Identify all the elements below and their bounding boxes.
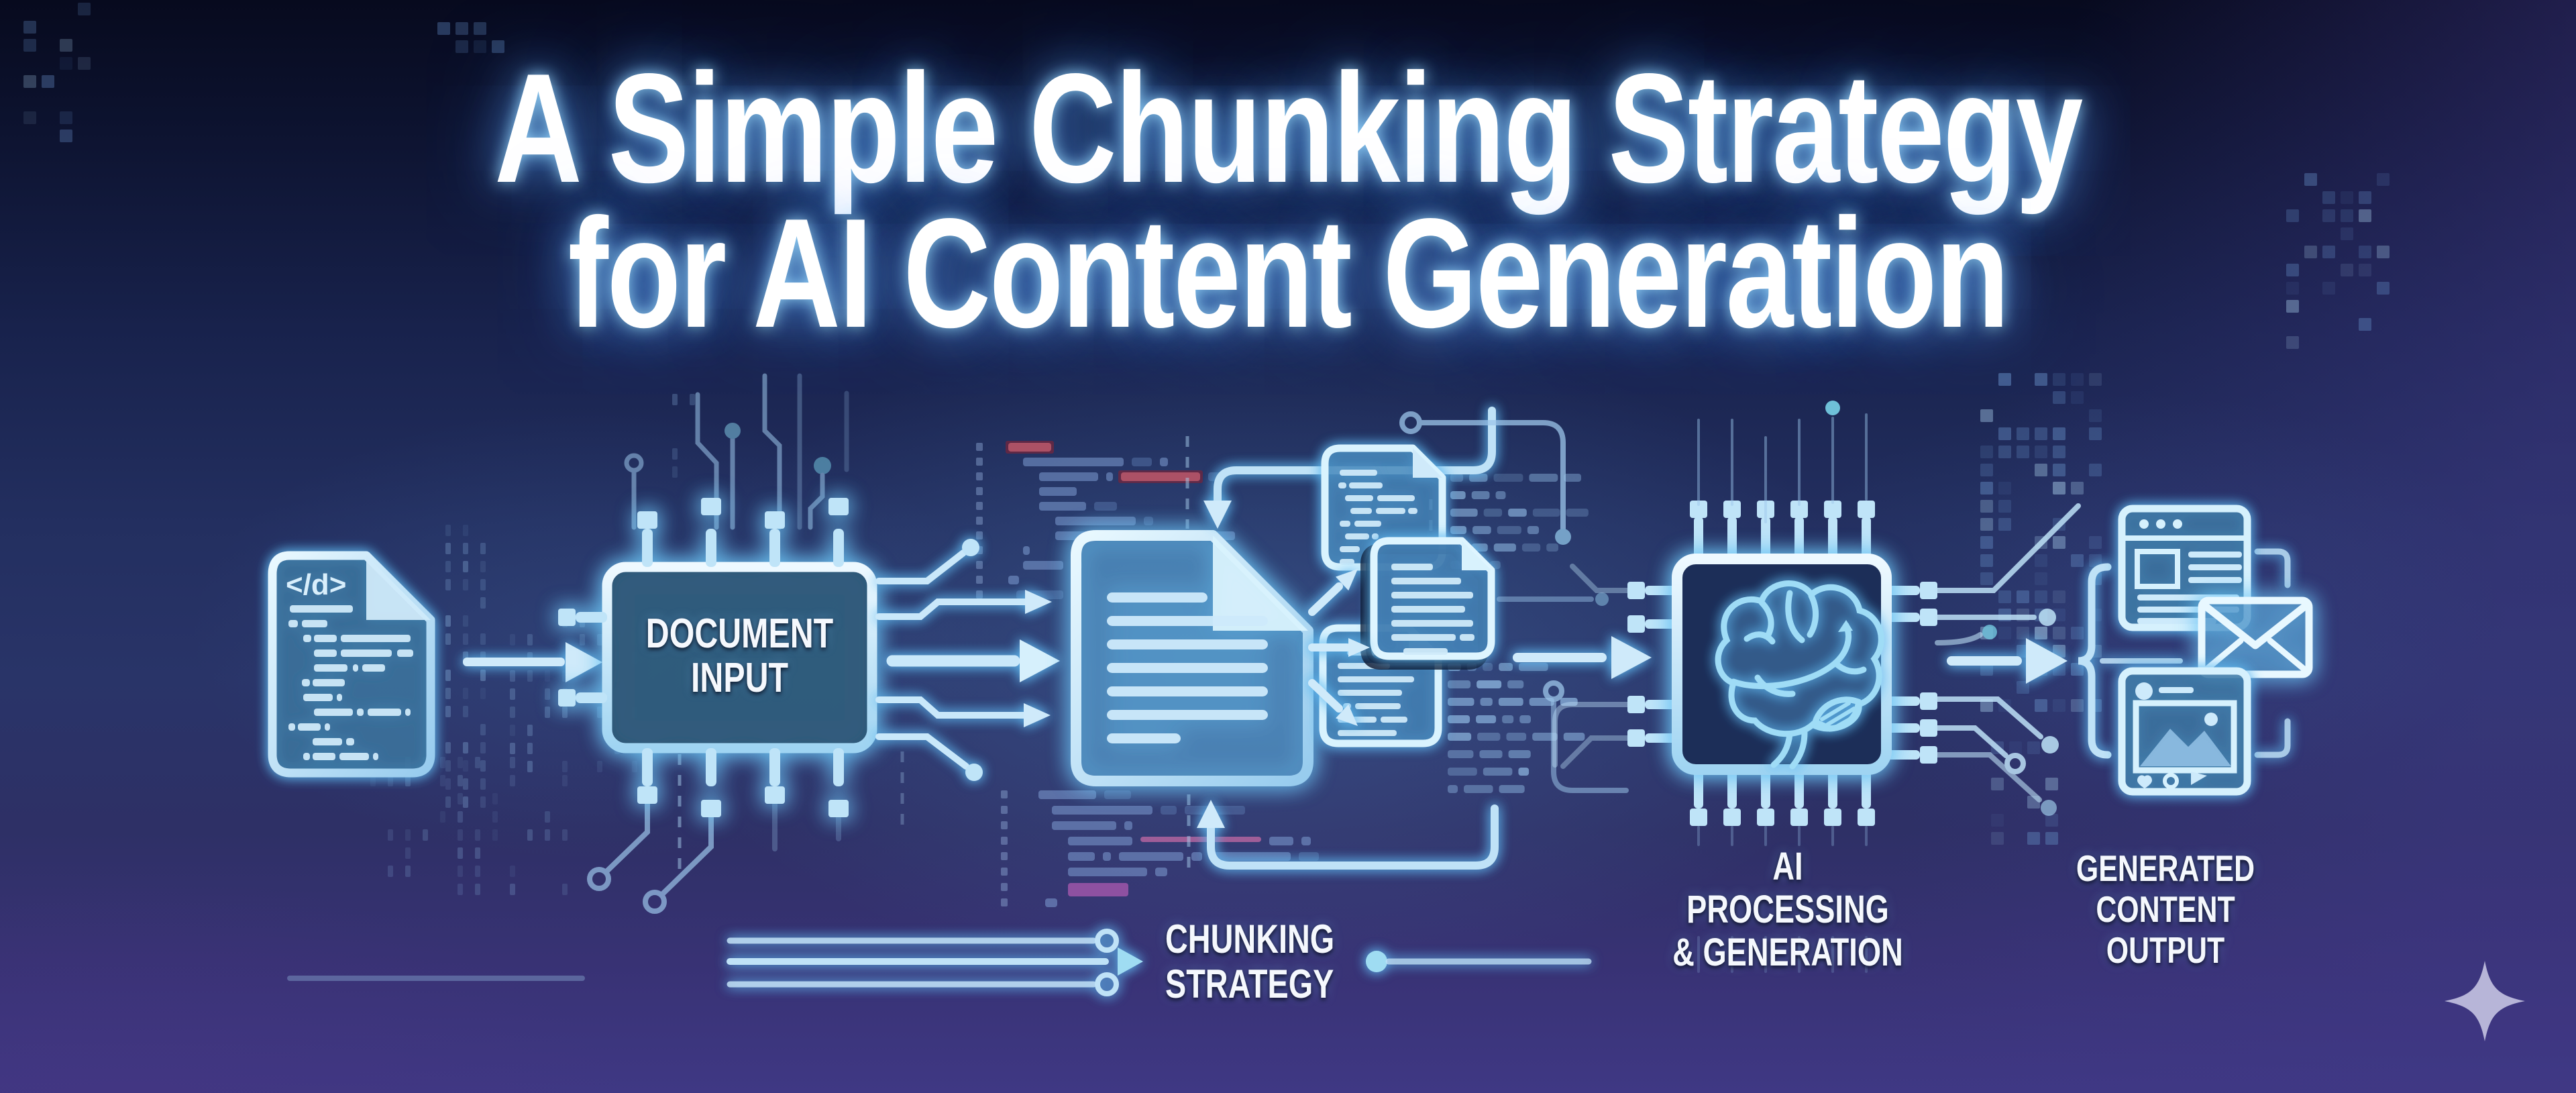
- page-title: A Simple Chunking Strategy for AI Conten…: [0, 42, 2576, 360]
- background-code-snippet-bottom: [1001, 790, 1319, 907]
- pixel-dash-columns: [370, 394, 695, 895]
- social-post-icon: [2118, 667, 2251, 796]
- binary-dash-rows: [1448, 474, 1589, 793]
- generated-output-label: GENERATED CONTENT OUTPUT: [2076, 847, 2255, 971]
- code-document-icon: </d>: [268, 551, 435, 778]
- code-glyph: </d>: [286, 568, 347, 601]
- flow-arrow-input: [463, 642, 602, 682]
- split-arrows: [1308, 569, 1370, 726]
- ai-processing-label: AI PROCESSING & GENERATION: [1672, 845, 1903, 974]
- circuit-traces-mid: [1399, 411, 1629, 793]
- brain-chip-icon: [1627, 401, 1937, 973]
- sparkle-icon: [2445, 961, 2525, 1041]
- loop-arrow-bottom: [1197, 800, 1499, 870]
- flow-arrow-to-output: [1947, 638, 2068, 684]
- title-line-1: A Simple Chunking Strategy: [494, 42, 2083, 215]
- chunking-strategy-lines: [727, 929, 1592, 996]
- flow-arrow-to-chip: [1513, 636, 1652, 679]
- chip-pins: [1627, 401, 1937, 973]
- chip-pins: [558, 498, 849, 817]
- box-output-traces: [875, 539, 1060, 781]
- document-input-label: DOCUMENT INPUT: [645, 611, 834, 701]
- circuit-traces-right: [1552, 503, 2081, 816]
- title-line-2: for AI Content Generation: [568, 187, 2010, 360]
- chunking-strategy-label: CHUNKING STRATEGY: [1165, 917, 1335, 1006]
- circuit-traces-top-left: [624, 373, 849, 530]
- document-icon: [1071, 530, 1313, 786]
- brain-icon: [1715, 580, 1884, 770]
- circuit-traces-bottom-left: [287, 801, 841, 981]
- email-envelope-icon: [2198, 596, 2313, 678]
- document-input-box: [558, 498, 877, 817]
- output-brace: [2078, 548, 2291, 759]
